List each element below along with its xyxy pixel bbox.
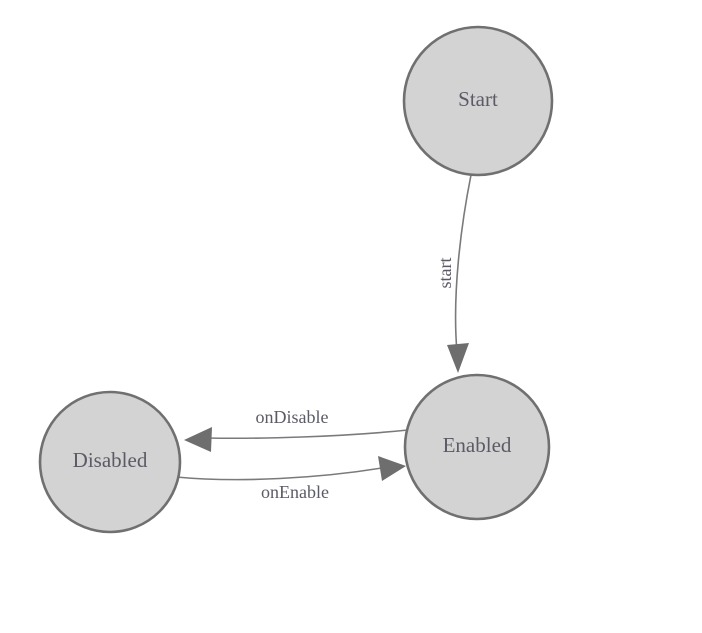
- state-node-start-circle: [402, 25, 554, 177]
- state-node-disabled-label: Disabled: [73, 448, 148, 472]
- edge-disabled-to-enabled-path: [175, 467, 383, 481]
- edge-start-to-enabled-path: [454, 174, 472, 353]
- edge-enabled-to-disabled-path: [205, 429, 409, 440]
- edge-start-to-enabled-arrowhead: [447, 343, 469, 373]
- edge-enabled-to-disabled-label: onDisable: [256, 407, 329, 427]
- edge-start-to-enabled[interactable]: start: [435, 174, 472, 373]
- state-node-disabled[interactable]: Disabled: [38, 390, 182, 534]
- edge-enabled-to-disabled-arrowhead: [184, 427, 212, 452]
- edge-disabled-to-enabled[interactable]: onEnable: [175, 456, 406, 502]
- edge-enabled-to-disabled[interactable]: onDisable: [184, 407, 409, 452]
- state-node-disabled-circle: [38, 390, 182, 534]
- state-node-enabled[interactable]: Enabled: [403, 373, 551, 521]
- edge-disabled-to-enabled-label: onEnable: [261, 482, 329, 502]
- edge-start-to-enabled-label: start: [435, 258, 455, 289]
- edge-disabled-to-enabled-arrowhead: [378, 456, 406, 481]
- state-node-enabled-circle: [403, 373, 551, 521]
- state-node-start-label: Start: [458, 87, 498, 111]
- state-node-enabled-label: Enabled: [443, 433, 512, 457]
- state-node-start[interactable]: Start: [402, 25, 554, 177]
